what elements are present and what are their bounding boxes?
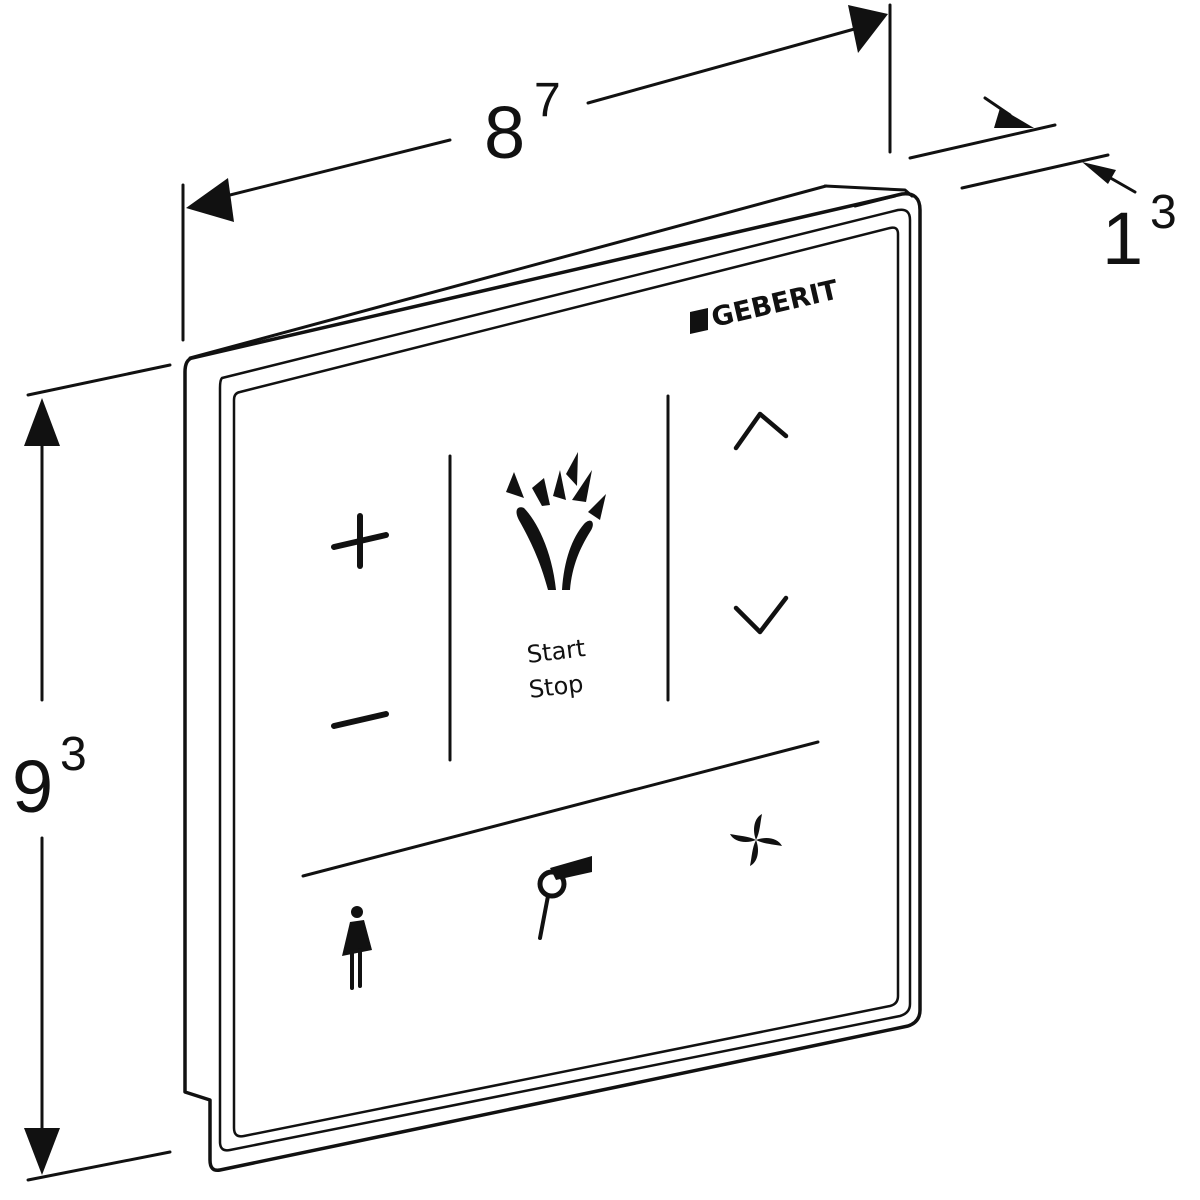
- width-dimension-line-left: [208, 138, 452, 202]
- fan-icon: [730, 814, 782, 866]
- width-arrow-right: [848, 5, 888, 53]
- fan-button[interactable]: [730, 814, 782, 866]
- dryer-icon: [537, 856, 592, 940]
- lady-wash-button[interactable]: [342, 906, 372, 990]
- depth-arrow-top: [994, 108, 1034, 128]
- geberit-logo: GEBERIT: [690, 274, 842, 334]
- height-extension-top: [26, 363, 172, 397]
- panel-inner-bezel: [218, 208, 912, 1152]
- plus-icon: [331, 513, 389, 569]
- water-spray-icon: [506, 452, 606, 590]
- height-arrow-top: [24, 398, 60, 446]
- chevron-up-icon: [733, 411, 789, 451]
- down-button[interactable]: [733, 595, 789, 635]
- height-value-superscript: 3: [60, 728, 87, 781]
- width-arrow-left: [186, 178, 234, 222]
- depth-extension-back: [960, 153, 1110, 190]
- height-arrow-bottom: [24, 1128, 60, 1175]
- chevron-down-icon: [733, 595, 789, 635]
- height-dimension: 9 3: [12, 363, 172, 1182]
- stop-label: Stop: [527, 670, 585, 704]
- control-panel: GEBERIT: [183, 184, 922, 1173]
- start-stop-button[interactable]: Start Stop: [506, 452, 606, 704]
- dryer-button[interactable]: [537, 856, 592, 940]
- depth-value: 1: [1102, 197, 1143, 280]
- width-value: 8: [484, 91, 525, 174]
- width-dimension: 8 7: [181, 3, 892, 342]
- minus-icon: [331, 711, 389, 729]
- plus-button[interactable]: [331, 513, 389, 569]
- panel-glass-face: [232, 226, 900, 1138]
- panel-back-top-line: [188, 184, 828, 360]
- width-dimension-line-right: [586, 26, 860, 105]
- panel-outer-frame: [183, 192, 922, 1173]
- logo-square: [690, 308, 708, 334]
- start-label: Start: [525, 634, 587, 669]
- depth-value-superscript: 3: [1150, 186, 1177, 239]
- depth-arrow-bottom: [1082, 162, 1116, 184]
- minus-button[interactable]: [331, 711, 389, 729]
- lady-wash-icon: [342, 906, 372, 990]
- up-button[interactable]: [733, 411, 789, 451]
- height-value: 9: [12, 745, 53, 828]
- height-extension-bottom: [26, 1150, 172, 1182]
- divider-horizontal: [301, 740, 820, 878]
- width-value-superscript: 7: [534, 74, 561, 127]
- depth-extension-front: [908, 123, 1057, 160]
- brand-name: GEBERIT: [709, 274, 842, 333]
- depth-dimension: 1 3: [908, 96, 1177, 280]
